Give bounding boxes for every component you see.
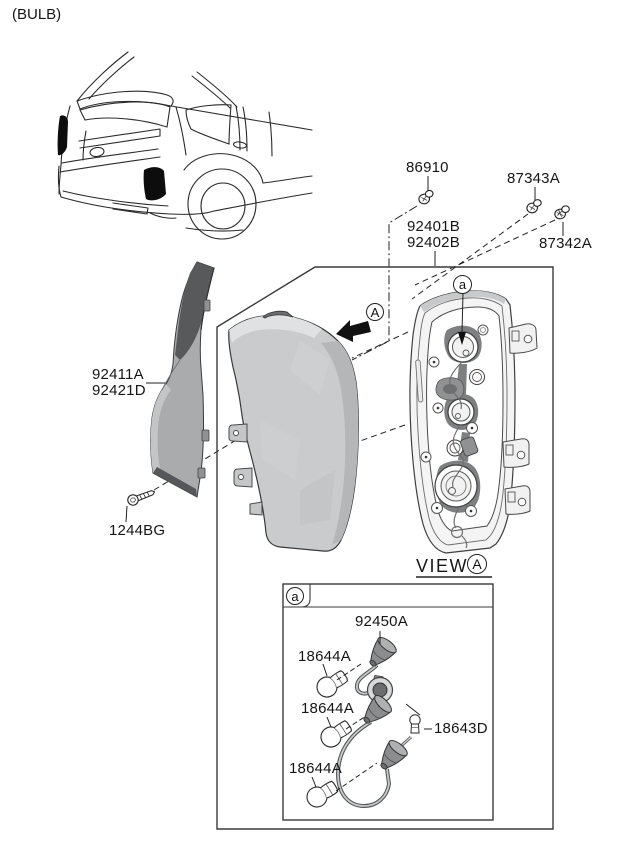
- screw-icon-1244BG: [127, 490, 156, 506]
- detail-marker-a-box: a: [286, 587, 304, 605]
- beltline: [170, 105, 313, 131]
- lens-gasket: [262, 310, 294, 319]
- badge: [89, 146, 105, 158]
- callout-1244BG[interactable]: 1244BG: [109, 522, 166, 539]
- callout-92421D[interactable]: 92421D: [92, 382, 146, 399]
- lens-mount-tabs: [228, 423, 263, 516]
- view-text: VIEW: [416, 556, 469, 576]
- leader-87342A: [414, 219, 556, 286]
- view-marker-A-arrow: A: [366, 303, 384, 321]
- bulb-18644A-3: [302, 776, 342, 812]
- bulb-socket-openings: [434, 324, 489, 508]
- rear-lamp-housing: [409, 290, 538, 554]
- clip-icon-86910: [416, 189, 436, 206]
- callout-18644A-2[interactable]: 18644A: [301, 700, 354, 717]
- callout-86910[interactable]: 86910: [406, 159, 449, 176]
- wheel-arch: [183, 153, 264, 184]
- housing-wiring: [449, 361, 468, 549]
- bulb-socket-top: [362, 634, 400, 673]
- roof-rail-right: [191, 71, 238, 109]
- mounting-brackets: [502, 323, 538, 515]
- screw-icon-87343A: [525, 198, 544, 215]
- bumper-reflector: [112, 202, 149, 215]
- bulb-18644A-1: [312, 666, 352, 702]
- assembly-box: [216, 266, 554, 830]
- spoiler: [76, 90, 174, 110]
- tailgate-garnish: [78, 128, 161, 149]
- bulb-holder-harness: [356, 634, 411, 776]
- callout-92401B-92402B[interactable]: 92401B 92402B: [407, 219, 460, 251]
- rear-window: [79, 101, 171, 128]
- callout-92411A-92421D[interactable]: 92411A 92421D: [92, 367, 146, 399]
- screw-icon-87342A: [554, 205, 570, 220]
- roof-rail-left: [76, 51, 135, 102]
- callout-18644A-3[interactable]: 18644A: [289, 760, 342, 777]
- view-marker-A-caption: A: [467, 554, 487, 574]
- tail-lamp-marker-left: [57, 115, 68, 156]
- tail-lamp-side-trim: [150, 261, 215, 498]
- callout-18644A-1[interactable]: 18644A: [298, 648, 351, 665]
- tail-lamp-marker-right: [143, 167, 166, 201]
- detail-pointer-arrowhead: [458, 332, 466, 345]
- door-handle: [232, 141, 248, 149]
- vehicle-rear-quarter-view: [57, 51, 313, 240]
- harness-wires: [335, 663, 413, 809]
- callout-92401B[interactable]: 92401B: [407, 218, 460, 235]
- callout-87343A[interactable]: 87343A: [507, 170, 560, 187]
- callout-92450A[interactable]: 92450A: [355, 613, 408, 630]
- wedge-bulb-18643D: [409, 714, 421, 734]
- detail-marker-a-housing: a: [453, 275, 472, 294]
- quarter-window: [185, 104, 232, 145]
- bulb-18644A-2: [316, 716, 356, 752]
- page-title: (BULB): [12, 6, 62, 23]
- callout-92411A[interactable]: 92411A: [92, 366, 144, 383]
- rear-combination-lamp-lens: [228, 310, 359, 552]
- detail-leader-lines: [311, 631, 432, 792]
- leader-87343A: [411, 213, 529, 300]
- rear-wheel: [187, 168, 257, 240]
- bulb-detail-box: [282, 583, 494, 821]
- view-direction-arrow-icon: [336, 320, 371, 342]
- callout-18643D[interactable]: 18643D: [434, 720, 488, 737]
- callout-87342A[interactable]: 87342A: [539, 235, 592, 252]
- callout-92402B[interactable]: 92402B: [407, 234, 460, 251]
- chain-86910: [351, 205, 418, 361]
